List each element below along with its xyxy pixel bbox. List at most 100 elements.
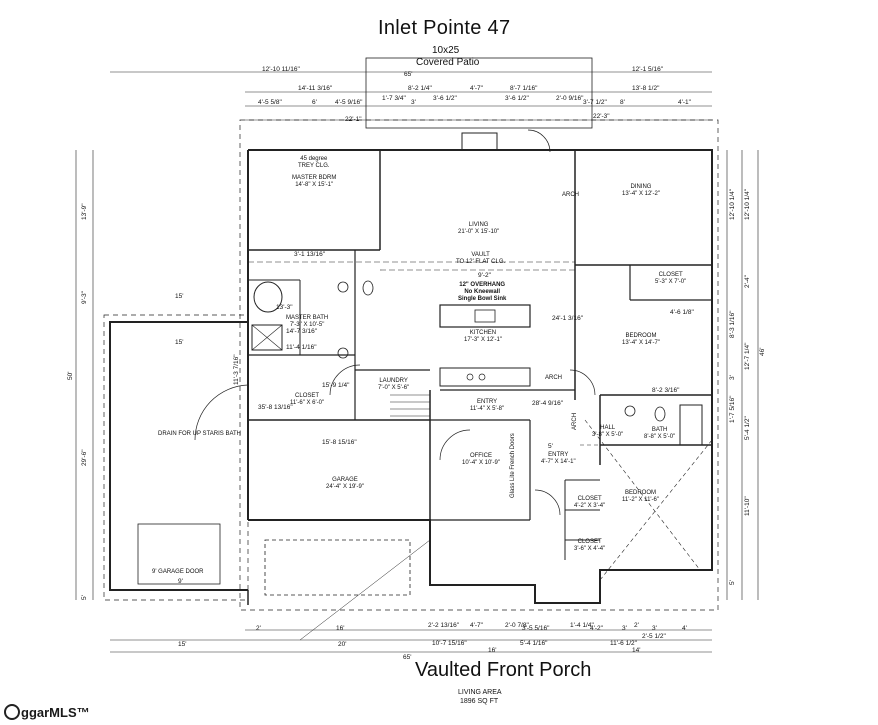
dim-bottom: 3' (622, 625, 627, 632)
dim-bottom: 16' (336, 625, 345, 632)
dim-top: 4'-7" (470, 85, 483, 92)
plan-title: Inlet Pointe 47 (378, 17, 511, 39)
dim-interior: 11'-4 1/16" (286, 344, 317, 351)
dim-right: 11'-10" (744, 496, 751, 516)
dim-top: 8' (620, 99, 625, 106)
arch-label: ARCH (572, 412, 579, 430)
dim-top: 2'-0 9/16" (556, 95, 584, 102)
dim-interior: 24'-1 3/16" (552, 315, 584, 322)
dim-bottom: 15' (178, 641, 187, 648)
dim-bottom: 4'-7" (470, 622, 483, 629)
dim-interior: 9' (178, 578, 183, 585)
dim-interior: 15' (175, 339, 184, 346)
drain-note: DRAIN FOR UP STARIS BATH (158, 431, 242, 437)
dim-interior: 28'-4 9/16" (532, 400, 564, 407)
dim-bottom: 2' (634, 622, 639, 629)
dim-top: 4'-5 9/16" (335, 99, 363, 106)
dim-interior: 35'-8 13/16" (258, 404, 293, 411)
dim-bottom: 16' (488, 647, 497, 654)
dim-top: 1'-7 3/4" (382, 95, 406, 102)
dim-interior: 8'-2 3/16" (652, 387, 680, 394)
dim-left: 29'-6" (81, 449, 88, 466)
garage-door-label: 9' GARAGE DOOR (152, 569, 204, 575)
dim-top: 4'-1" (678, 99, 691, 106)
dim-interior: 9'-2" (478, 272, 491, 279)
patio-label: Covered Patio (416, 57, 480, 68)
dim-bottom: 20' (338, 641, 347, 648)
dim-top: 8'-2 1/4" (408, 85, 432, 92)
dim-bottom: 1'-4 1/4" (570, 622, 594, 629)
dim-interior: 3'-1 13/16" (294, 251, 326, 258)
dim-left: 11'-3 7/16" (233, 354, 240, 385)
dim-bottom: 2'-5 1/2" (642, 633, 666, 640)
dim-bottom: 14' (632, 647, 641, 654)
dim-bottom: 2'-2 13/16" (428, 622, 460, 629)
dim-interior: 15'-8 15/16" (322, 439, 357, 446)
dim-interior: 15'-9 1/4" (322, 382, 350, 389)
dim-right: 12'-10 1/4" (729, 188, 736, 220)
dim-bottom: 5'-4 1/16" (520, 640, 548, 647)
dim-right: 2'-4" (744, 275, 751, 288)
dim-right: 5' (729, 580, 736, 585)
dim-bottom: 10'-7 15/16" (432, 640, 467, 647)
dim-right: 5'-4 1/2" (744, 416, 751, 440)
mls-logo: ggarMLS™ (4, 704, 90, 720)
dim-top: 13'-8 1/2" (632, 85, 660, 92)
dim-top: 65' (404, 71, 413, 78)
dim-top: 12'-10 11/16" (262, 66, 300, 73)
dim-top: 3'-6 1/2" (505, 95, 529, 102)
dim-bottom: 3' (652, 625, 657, 632)
dim-bottom: 3'-5 5/16" (522, 625, 550, 632)
dim-right: 8'-3 1/16" (729, 310, 736, 338)
dim-left: 50' (67, 371, 74, 380)
dim-interior: 13'-3" (276, 304, 293, 311)
dim-bottom: 4' (682, 625, 687, 632)
dim-top: 12'-1 5/16" (632, 66, 664, 73)
dim-bottom: 2' (256, 625, 261, 632)
dim-right: 46' (759, 347, 766, 356)
dim-interior: 5' (548, 443, 553, 450)
dim-top: 4'-5 5/8" (258, 99, 282, 106)
dim-right: 12'-7 1/4" (744, 342, 751, 370)
patio-size: 10x25 (432, 45, 460, 56)
dim-top: 22'-3" (593, 113, 610, 120)
dim-interior: 15' (175, 293, 184, 300)
dim-interior: 14'-7 3/16" (286, 328, 318, 335)
dim-left: 9'-3" (81, 291, 88, 304)
dim-right: 12'-10 1/4" (744, 188, 751, 220)
dim-bottom: 2'-0 7/8" (505, 622, 529, 629)
dim-left: 5' (81, 595, 88, 600)
dim-bottom: 65' (403, 654, 412, 661)
french-doors-note: Glass Lite French Doors (510, 433, 516, 498)
porch-label: Vaulted Front Porch (415, 659, 592, 681)
dim-top: 22'-1" (345, 116, 362, 123)
dim-top: 8'-7 1/16" (510, 85, 538, 92)
dim-bottom: 4'-2" (590, 625, 603, 632)
dim-right: 1'-7 5/16" (729, 395, 736, 423)
dim-top: 3'-6 1/2" (433, 95, 457, 102)
logo-icon (4, 704, 20, 720)
arch-label: ARCH (562, 192, 580, 198)
dim-top: 6' (312, 99, 317, 106)
dim-top: 14'-11 3/16" (298, 85, 333, 92)
living-area-label: LIVING AREA (458, 689, 502, 696)
